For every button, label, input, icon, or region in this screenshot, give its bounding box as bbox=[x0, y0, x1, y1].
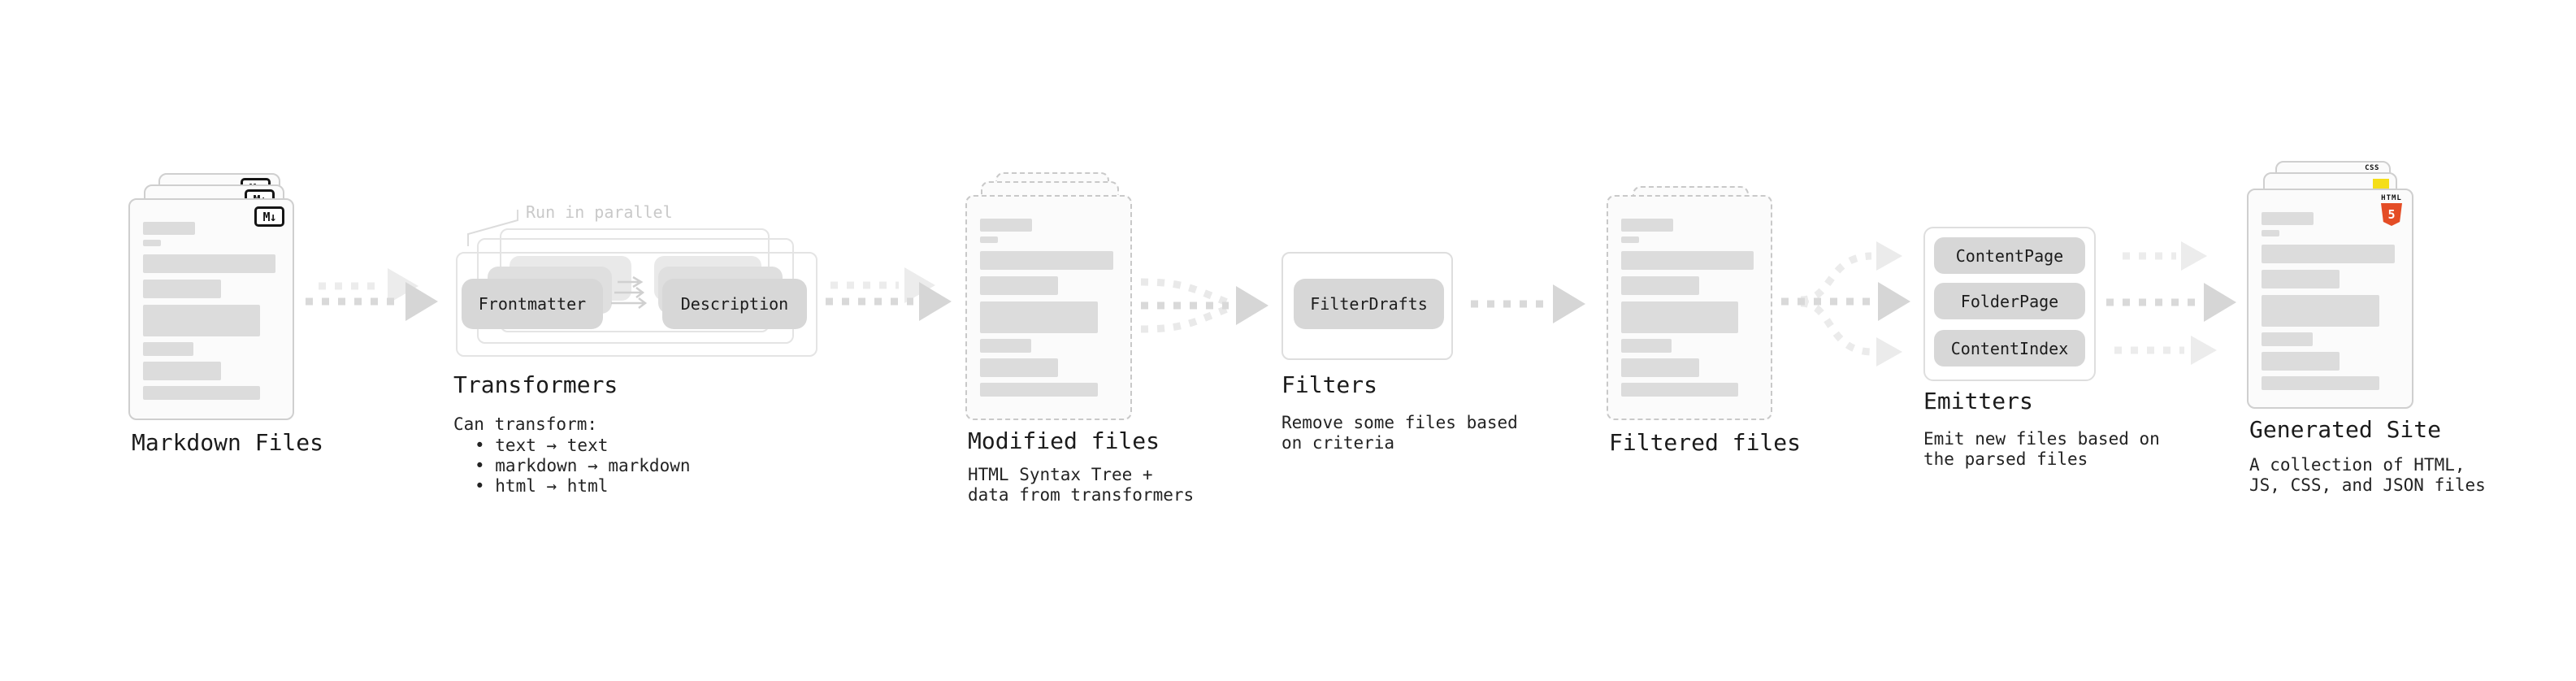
doc-skeleton bbox=[2262, 212, 2399, 390]
filters-caption: on criteria bbox=[1281, 433, 1395, 453]
emitters-caption: the parsed files bbox=[1923, 449, 2088, 469]
flow-arrow-transformers-to-modified bbox=[826, 267, 952, 321]
modified-caption: HTML Syntax Tree + bbox=[968, 465, 1153, 484]
transformers-bullet: • markdown → markdown bbox=[475, 456, 691, 475]
description-pill: Description bbox=[662, 279, 807, 329]
flow-arrow-filters-to-filtered bbox=[1471, 284, 1585, 323]
generated-caption: A collection of HTML, bbox=[2249, 455, 2465, 475]
flow-arrow-markdown-to-transformers bbox=[306, 268, 438, 321]
modified-doc-front bbox=[965, 195, 1132, 420]
transformers-bullet: • html → html bbox=[475, 476, 609, 496]
stage-title-generated-site: Generated Site bbox=[2249, 416, 2442, 443]
stage-title-transformers: Transformers bbox=[453, 371, 618, 398]
doc-skeleton bbox=[1621, 219, 1758, 397]
run-in-parallel-annotation: Run in parallel bbox=[526, 202, 673, 222]
generated-doc-html: HTML 5 bbox=[2247, 189, 2413, 409]
filterdrafts-pill: FilterDrafts bbox=[1294, 279, 1444, 329]
stage-title-filtered-files: Filtered files bbox=[1609, 429, 1802, 456]
modified-caption: data from transformers bbox=[968, 485, 1195, 505]
transformers-caption: Can transform: bbox=[453, 414, 598, 434]
contentindex-pill: ContentIndex bbox=[1934, 330, 2085, 367]
doc-skeleton bbox=[143, 222, 280, 400]
stage-title-filters: Filters bbox=[1281, 371, 1378, 398]
stage-title-modified-files: Modified files bbox=[968, 427, 1160, 454]
flow-arrow-modified-to-filters bbox=[1140, 278, 1268, 333]
transformer-box-front bbox=[456, 252, 817, 357]
filtered-doc-front bbox=[1607, 195, 1772, 420]
doc-skeleton bbox=[980, 219, 1117, 397]
markdown-doc-front: M↓ bbox=[128, 198, 294, 420]
stage-title-markdown-files: Markdown Files bbox=[132, 429, 324, 456]
emitters-caption: Emit new files based on bbox=[1923, 429, 2160, 449]
frontmatter-pill: Frontmatter bbox=[462, 279, 603, 329]
flow-arrow-emitters-to-generated bbox=[2106, 241, 2236, 365]
js-icon bbox=[2373, 179, 2389, 189]
markdown-icon: M↓ bbox=[254, 206, 284, 227]
html5-icon: HTML 5 bbox=[2381, 194, 2402, 226]
folderpage-pill: FolderPage bbox=[1934, 283, 2085, 319]
stage-title-emitters: Emitters bbox=[1923, 388, 2033, 414]
transformers-bullet: • text → text bbox=[475, 436, 609, 455]
contentpage-pill: ContentPage bbox=[1934, 237, 2085, 274]
filters-caption: Remove some files based bbox=[1281, 413, 1518, 432]
flow-arrow-filtered-to-emitters bbox=[1781, 241, 1910, 367]
generated-caption: JS, CSS, and JSON files bbox=[2249, 475, 2486, 495]
